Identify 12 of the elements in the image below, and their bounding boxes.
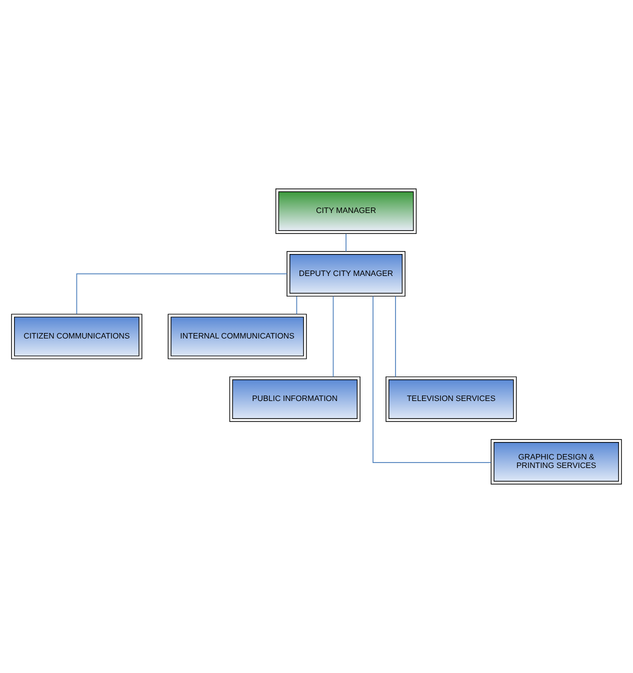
node-box: INTERNAL COMMUNICATIONS: [168, 314, 307, 360]
node-box: TELEVISION SERVICES: [386, 376, 517, 422]
node-box: GRAPHIC DESIGN & PRINTING SERVICES: [490, 439, 622, 484]
node-box: DEPUTY CITY MANAGER: [286, 251, 406, 297]
node-box: CITIZEN COMMUNICATIONS: [11, 314, 142, 360]
connector: [372, 296, 492, 463]
node-box: CITY MANAGER: [275, 188, 417, 234]
node-box: PUBLIC INFORMATION: [229, 376, 360, 422]
connector: [76, 273, 288, 314]
connector: [395, 296, 396, 378]
connector: [296, 296, 298, 315]
connector: [332, 296, 334, 378]
